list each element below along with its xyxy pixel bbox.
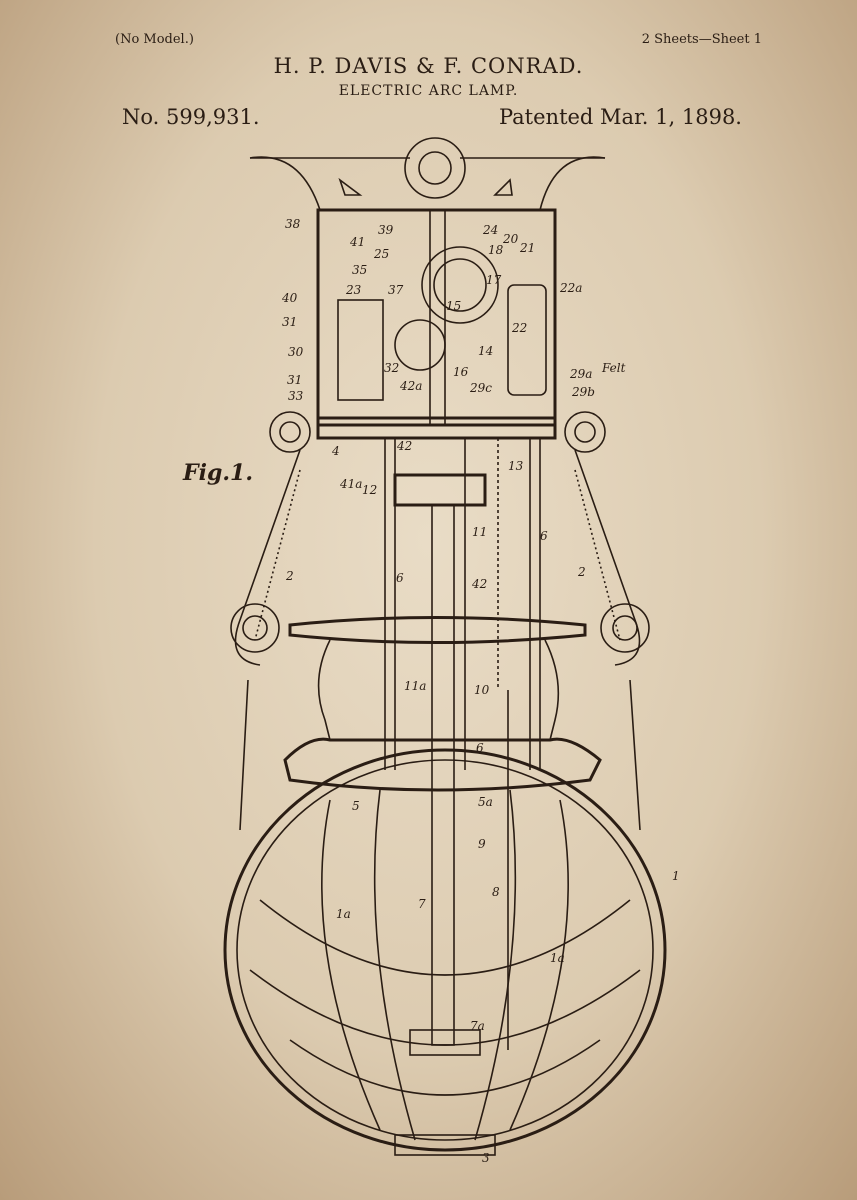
ref-numeral: 42 (471, 577, 487, 591)
patent-date: Patented Mar. 1, 1898. (498, 105, 742, 129)
ref-numeral: 29b (571, 385, 595, 399)
ref-numeral: 18 (488, 243, 504, 257)
ref-numeral: 25 (373, 247, 389, 261)
ref-numeral: 7 (418, 897, 426, 911)
ref-numeral: 8 (492, 885, 500, 899)
ref-numeral: 1a (550, 951, 565, 965)
ref-numeral: 15 (446, 299, 461, 313)
ref-numeral: 7a (470, 1019, 485, 1033)
figure-label: Fig.1. (182, 460, 253, 486)
ref-numeral: 22 (511, 321, 527, 335)
ref-numeral: 21 (519, 241, 535, 255)
hood (249, 137, 606, 211)
glass-globe (223, 748, 667, 1156)
ref-numeral: 13 (508, 459, 524, 473)
ref-numeral: 39 (378, 223, 394, 237)
patent-title: ELECTRIC ARC LAMP. (338, 83, 519, 99)
inventors: H. P. DAVIS & F. CONRAD. (273, 54, 584, 78)
ref-numeral: 10 (474, 683, 490, 697)
ref-numeral: 37 (388, 283, 404, 297)
ref-numeral: 16 (453, 365, 469, 379)
rods (384, 438, 541, 1050)
ref-numeral: 31 (287, 373, 302, 387)
reference-numerals: 38 39 41 25 24 20 18 21 35 23 37 17 22a … (281, 217, 680, 1165)
ref-numeral: 2 (577, 565, 586, 579)
patent-number: No. 599,931. (122, 105, 260, 129)
ref-numeral: 6 (540, 529, 548, 543)
ref-numeral: 2 (285, 569, 294, 583)
ref-numeral: 41 (349, 235, 365, 249)
ref-numeral: 4 (331, 444, 340, 458)
ref-numeral: Felt (601, 361, 626, 375)
ref-numeral: 17 (486, 273, 502, 287)
ref-numeral: 3 (482, 1151, 490, 1165)
ref-numeral: 1 (672, 869, 680, 883)
ref-numeral: 6 (476, 741, 484, 755)
ref-numeral: 42a (399, 379, 422, 393)
ref-numeral: 14 (478, 344, 493, 358)
mechanism-box (316, 208, 557, 440)
ref-numeral: 22a (559, 281, 582, 295)
ref-numeral: 20 (502, 232, 519, 246)
ref-numeral: 31 (282, 315, 297, 329)
ref-numeral: 42 (396, 439, 412, 453)
ref-numeral: 32 (384, 361, 399, 375)
ref-numeral: 35 (352, 263, 367, 277)
ref-numeral: 24 (482, 223, 498, 237)
ref-numeral: 29c (469, 381, 492, 395)
gallery-cup (283, 616, 602, 792)
ref-numeral: 9 (478, 837, 486, 851)
ref-numeral: 40 (281, 291, 298, 305)
ref-numeral: 30 (288, 345, 304, 359)
ref-numeral: 41a (339, 477, 362, 491)
ref-numeral: 5a (478, 795, 493, 809)
ref-numeral: 11a (404, 679, 426, 693)
ref-numeral: 5 (352, 799, 360, 813)
ref-numeral: 38 (285, 217, 301, 231)
ref-numeral: 23 (345, 283, 362, 297)
ref-numeral: 12 (362, 483, 377, 497)
ref-numeral: 1a (336, 907, 351, 921)
side-brackets (230, 411, 650, 831)
sheet-number: 2 Sheets—Sheet 1 (641, 32, 762, 47)
ref-numeral: 6 (396, 571, 404, 585)
ref-numeral: 29a (569, 367, 592, 381)
ref-numeral: 33 (288, 389, 304, 403)
ref-numeral: 11 (472, 525, 487, 539)
model-note: (No Model.) (115, 32, 194, 47)
